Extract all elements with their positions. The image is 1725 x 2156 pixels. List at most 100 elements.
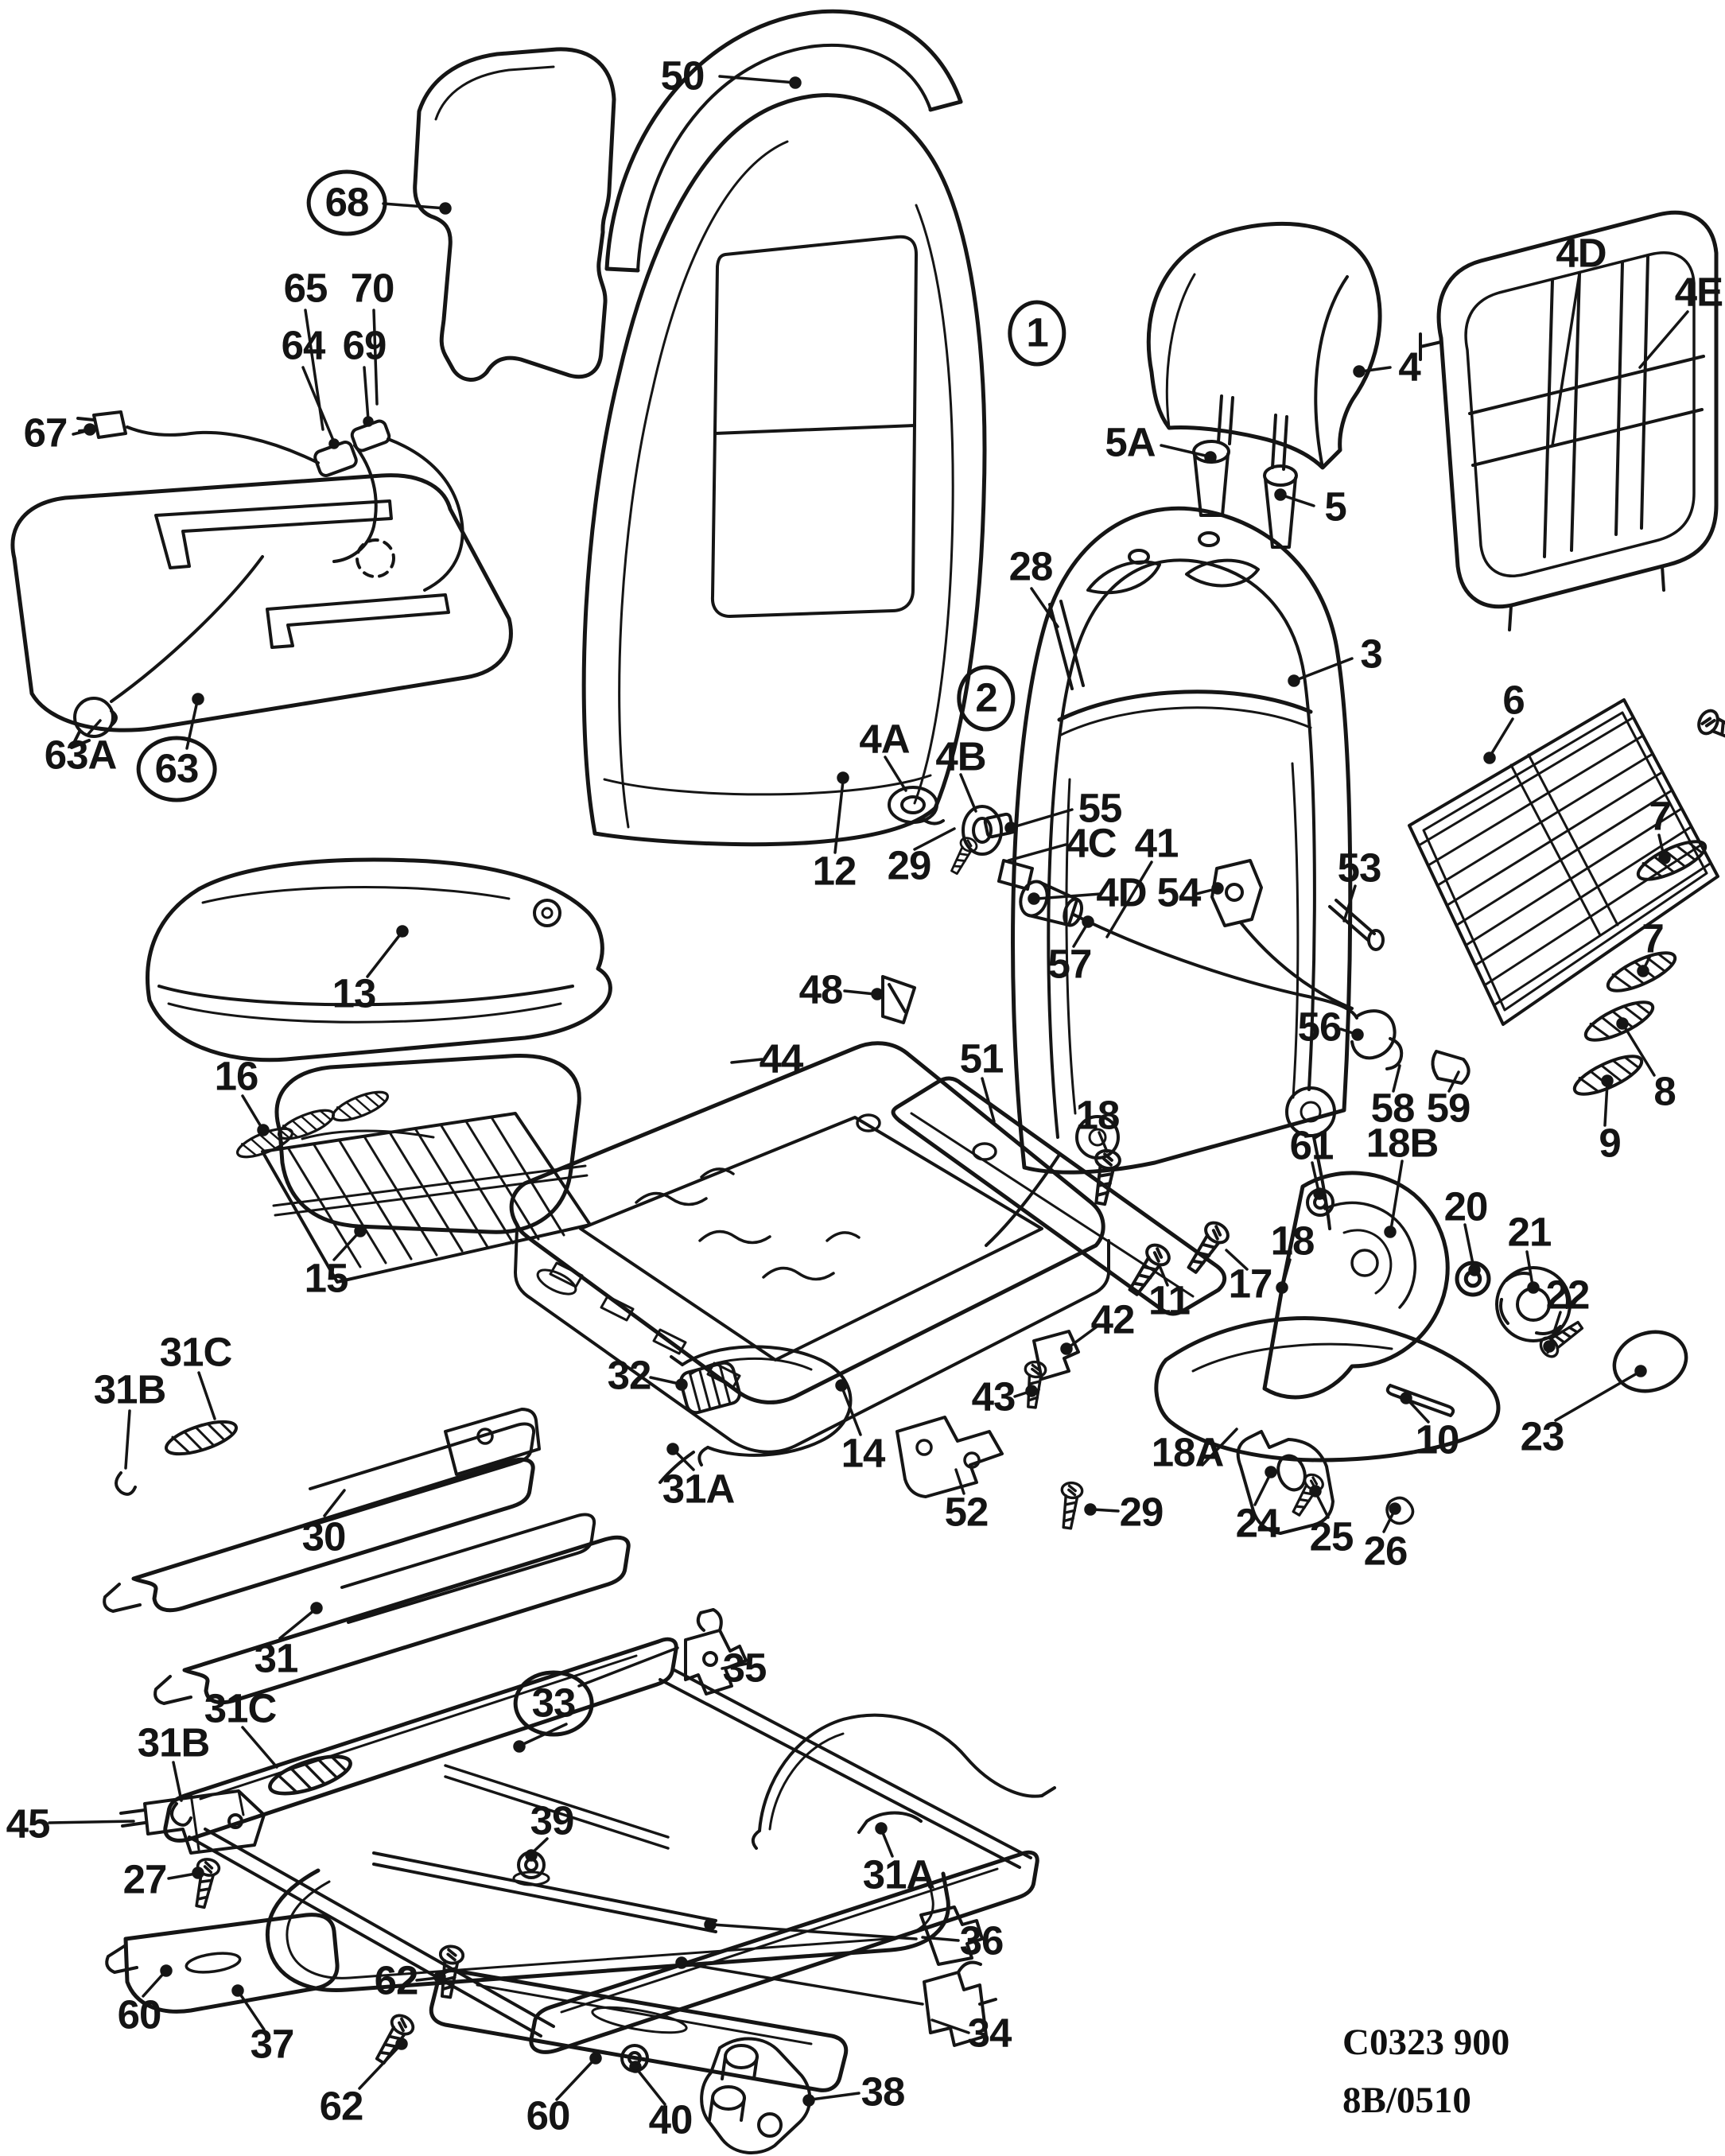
callout-57-30: 57 [1047,941,1093,987]
callout-38-79: 38 [861,2069,906,2115]
callout-62-83: 62 [374,1957,419,2003]
lumbar-support-grid-drawing [1408,698,1719,1026]
callout-34-78: 34 [967,2010,1012,2056]
callout-31a-64: 31A [662,1466,736,1512]
callout-14-56: 14 [841,1430,886,1476]
callout-61-44: 61 [1289,1122,1335,1168]
callout-6-16: 6 [1502,677,1525,723]
callout-53-32: 53 [1337,845,1382,891]
callout-3-15: 3 [1360,631,1382,677]
callout-68-1: 68 [306,169,387,236]
callout-4-9: 4 [1398,344,1420,390]
headrest-trim-strip-drawing [604,9,963,273]
callout-29-27: 29 [887,842,932,888]
figure-code-line2: 8B/0510 [1342,2079,1471,2121]
mounting-brackets-drawing [919,1905,997,2047]
callout-36-77: 36 [959,1917,1004,1964]
callout-4b-22: 4B [935,733,986,779]
callout-63a-36: 63A [44,732,118,778]
callout-31c-71: 31C [204,1685,278,1731]
callout-16-39: 16 [214,1053,259,1099]
callout-45-73: 45 [6,1801,51,1847]
callout-9-20: 9 [1599,1120,1621,1166]
callout-30-67: 30 [301,1513,347,1560]
callout-31a-76: 31A [862,1851,936,1898]
figure-code: C0323 900 8B/0510 [1342,2014,1509,2130]
callout-33-70: 33 [513,1670,594,1737]
callout-69-5: 69 [342,322,387,368]
callout-28-13: 28 [1008,543,1054,589]
callout-65-2: 65 [283,265,328,311]
callout-5-12: 5 [1324,484,1346,530]
callout-2-14: 2 [957,665,1016,732]
callout-4c-24: 4C [1066,820,1117,866]
callout-7-18: 7 [1641,915,1664,961]
callout-20-50: 20 [1443,1183,1489,1230]
callout-17-47: 17 [1228,1261,1273,1307]
callout-8-19: 8 [1653,1068,1676,1114]
callout-18a-59: 18A [1151,1429,1225,1475]
stop-bracket-drawing [119,1789,266,1910]
callout-7-17: 7 [1649,793,1671,839]
callout-64-4: 64 [281,322,326,368]
callout-26-62: 26 [1363,1528,1408,1574]
callout-22-52: 22 [1545,1272,1591,1318]
callout-37-85: 37 [250,2021,295,2067]
callout-4e-11: 4E [1674,269,1723,315]
heater-knob-drawing [70,697,118,749]
callout-31b-72: 31B [137,1719,211,1766]
callout-18b-45: 18B [1366,1120,1439,1166]
callout-13-38: 13 [332,970,377,1016]
seat-cushion-drawing [146,857,612,1062]
callout-59-35: 59 [1426,1085,1471,1131]
backrest-panel-frame-drawing [1419,210,1725,752]
callout-24-60: 24 [1235,1500,1280,1546]
callout-21-51: 21 [1507,1209,1552,1255]
callout-51-42: 51 [959,1035,1004,1082]
callout-11-48: 11 [1148,1277,1191,1323]
callout-39-75: 39 [530,1797,575,1843]
callout-12-26: 12 [812,848,857,894]
callout-43-55: 43 [971,1373,1016,1420]
headrest-drawing [1146,221,1382,549]
callout-67-6: 67 [23,410,68,456]
callout-15-40: 15 [304,1255,349,1301]
callout-4d-28: 4D [1096,869,1147,915]
callout-10-53: 10 [1415,1416,1460,1463]
callout-55-23: 55 [1078,785,1123,831]
callout-4a-21: 4A [859,716,910,762]
callout-25-61: 25 [1309,1513,1354,1560]
callout-42-49: 42 [1090,1296,1136,1342]
backrest-frame-drawing [985,506,1353,1247]
recliner-side-cover-drawing [1154,1171,1688,1463]
upper-slide-rails-drawing [103,1408,631,1827]
callout-4d-10: 4D [1556,230,1607,276]
recliner-mechanism-parts-drawing [881,786,1471,1085]
callout-27-74: 27 [122,1856,168,1902]
callout-1-7: 1 [1008,300,1066,367]
callout-63-37: 63 [136,736,217,802]
callout-29-58: 29 [1119,1489,1164,1535]
callout-5a-8: 5A [1105,419,1156,465]
release-cable-lower-drawing [751,1713,1056,1850]
hinge-bracket-drawing [1236,1430,1415,1535]
callout-70-3: 70 [350,265,395,311]
seat-pan-frame-drawing [509,1041,1111,1454]
seat-heating-pad-drawing [10,410,513,732]
callout-32-63: 32 [607,1352,652,1398]
callout-41-25: 41 [1134,820,1179,866]
callout-40-80: 40 [648,2096,693,2142]
fasteners-drawing [896,1149,1333,1529]
callout-31b-66: 31B [93,1366,167,1412]
callout-58-34: 58 [1370,1085,1416,1131]
figure-code-line1: C0323 900 [1342,2022,1510,2063]
callout-18-46: 18 [1270,1218,1315,1264]
callout-31-68: 31 [254,1635,299,1681]
backrest-foam-pad-drawing [413,47,616,382]
floor-latch-bracket-drawing [512,1851,812,2155]
callout-54-29: 54 [1156,869,1202,915]
seat-back-cover-drawing [581,93,987,847]
callout-35-69: 35 [722,1645,767,1691]
callout-52-57: 52 [944,1489,989,1535]
